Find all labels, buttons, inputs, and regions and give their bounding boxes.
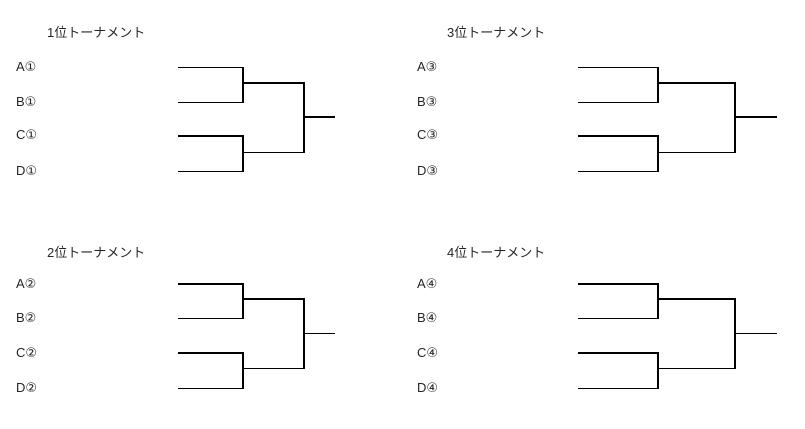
entrant-label: B③ [417,94,438,109]
entrant-label: D④ [417,380,439,395]
bracket-connector-ab [242,67,244,103]
entrant-label: C④ [417,345,439,360]
bracket-connector-cd [657,352,659,389]
bracket-line-winner-ab [657,298,736,300]
entrant-label: D③ [417,163,439,178]
bracket-line-seed-b [178,102,243,103]
bracket-connector-cd [242,135,244,172]
entrant-label: C② [16,345,38,360]
bracket-line-seed-c [178,352,243,354]
bracket-title: 4位トーナメント [447,245,546,260]
bracket-line-champion [303,116,335,118]
bracket-line-seed-c [178,135,243,137]
entrant-label: B④ [417,310,438,325]
bracket-line-seed-d [578,388,658,389]
bracket-line-seed-d [178,388,243,389]
bracket-line-seed-a [178,283,243,285]
entrant-label: B② [16,310,37,325]
bracket-line-seed-c [578,135,658,137]
bracket-line-seed-d [178,171,243,172]
entrant-label: A③ [417,59,438,74]
entrant-label: D② [16,380,38,395]
bracket-line-seed-a [578,67,658,68]
bracket-line-champion [303,333,335,334]
entrant-label: B① [16,94,37,109]
bracket-title: 1位トーナメント [47,25,146,40]
bracket-line-winner-cd [657,152,736,153]
bracket-line-winner-cd [242,368,305,369]
bracket-line-winner-cd [657,368,736,369]
entrant-label: A② [16,276,37,291]
entrant-label: A① [16,59,37,74]
entrant-label: C① [16,127,38,142]
bracket-line-winner-ab [242,298,305,300]
bracket-line-seed-b [178,318,243,319]
entrant-label: C③ [417,127,439,142]
bracket-line-seed-a [578,283,658,285]
bracket-line-winner-ab [657,82,736,84]
bracket-line-winner-cd [242,152,305,153]
bracket-line-champion [734,116,777,118]
bracket-connector-cd [657,135,659,172]
bracket-line-seed-a [178,67,243,68]
bracket-connector-ab [657,67,659,103]
entrant-label: A④ [417,276,438,291]
bracket-line-seed-c [578,352,658,354]
bracket-connector-cd [242,352,244,389]
bracket-connector-ab [657,283,659,319]
bracket-line-seed-d [578,171,658,172]
bracket-line-seed-b [578,102,658,103]
bracket-line-champion [734,333,777,334]
bracket-title: 2位トーナメント [47,245,146,260]
bracket-line-seed-b [578,318,658,319]
bracket-line-winner-ab [242,82,305,84]
entrant-label: D① [16,163,38,178]
bracket-connector-ab [242,283,244,319]
bracket-title: 3位トーナメント [447,25,546,40]
